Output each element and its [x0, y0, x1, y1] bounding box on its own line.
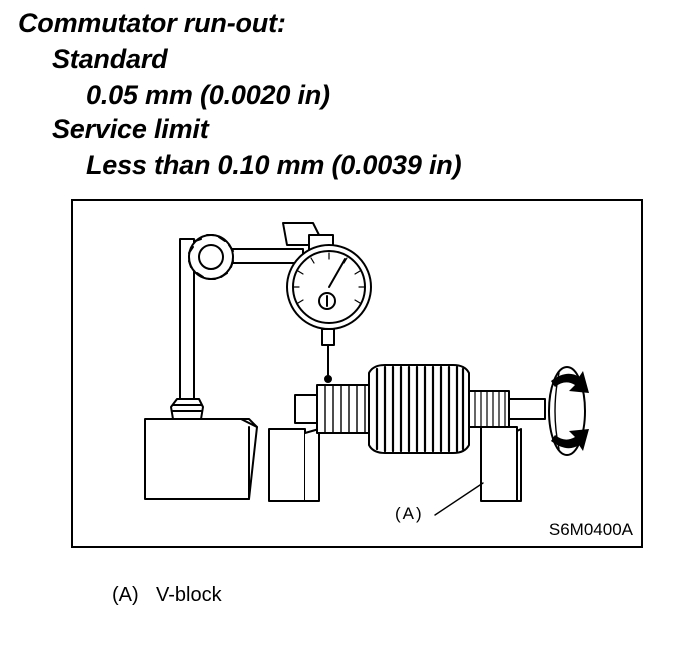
legend-text: V-block: [156, 584, 222, 606]
legend: (A) V-block: [112, 584, 222, 607]
runout-illustration: [144, 222, 589, 516]
v-block-left: [268, 428, 320, 502]
callout-leader: [434, 482, 484, 516]
service-limit-value: Less than 0.10 mm (0.0039 in): [86, 150, 462, 180]
dial-indicator: [286, 244, 372, 383]
rotation-arrow-icon: [551, 371, 589, 451]
magnetic-base: [144, 418, 258, 500]
service-limit-label: Service limit: [52, 114, 209, 144]
armature-core: [368, 364, 510, 454]
figure-code: S6M0400A: [548, 520, 633, 539]
legend-key: (A): [112, 584, 139, 606]
commutator: [316, 384, 370, 434]
spec-heading: Commutator run-out:: [18, 8, 286, 38]
standard-value: 0.05 mm (0.0020 in): [86, 80, 330, 110]
v-block-right: [480, 426, 522, 502]
callout-label-a: (A): [395, 504, 424, 523]
clamp-knob: [188, 234, 234, 280]
standard-label: Standard: [52, 44, 168, 74]
figure-frame: (A) S6M0400A: [71, 199, 643, 548]
stand-post: [170, 238, 204, 420]
